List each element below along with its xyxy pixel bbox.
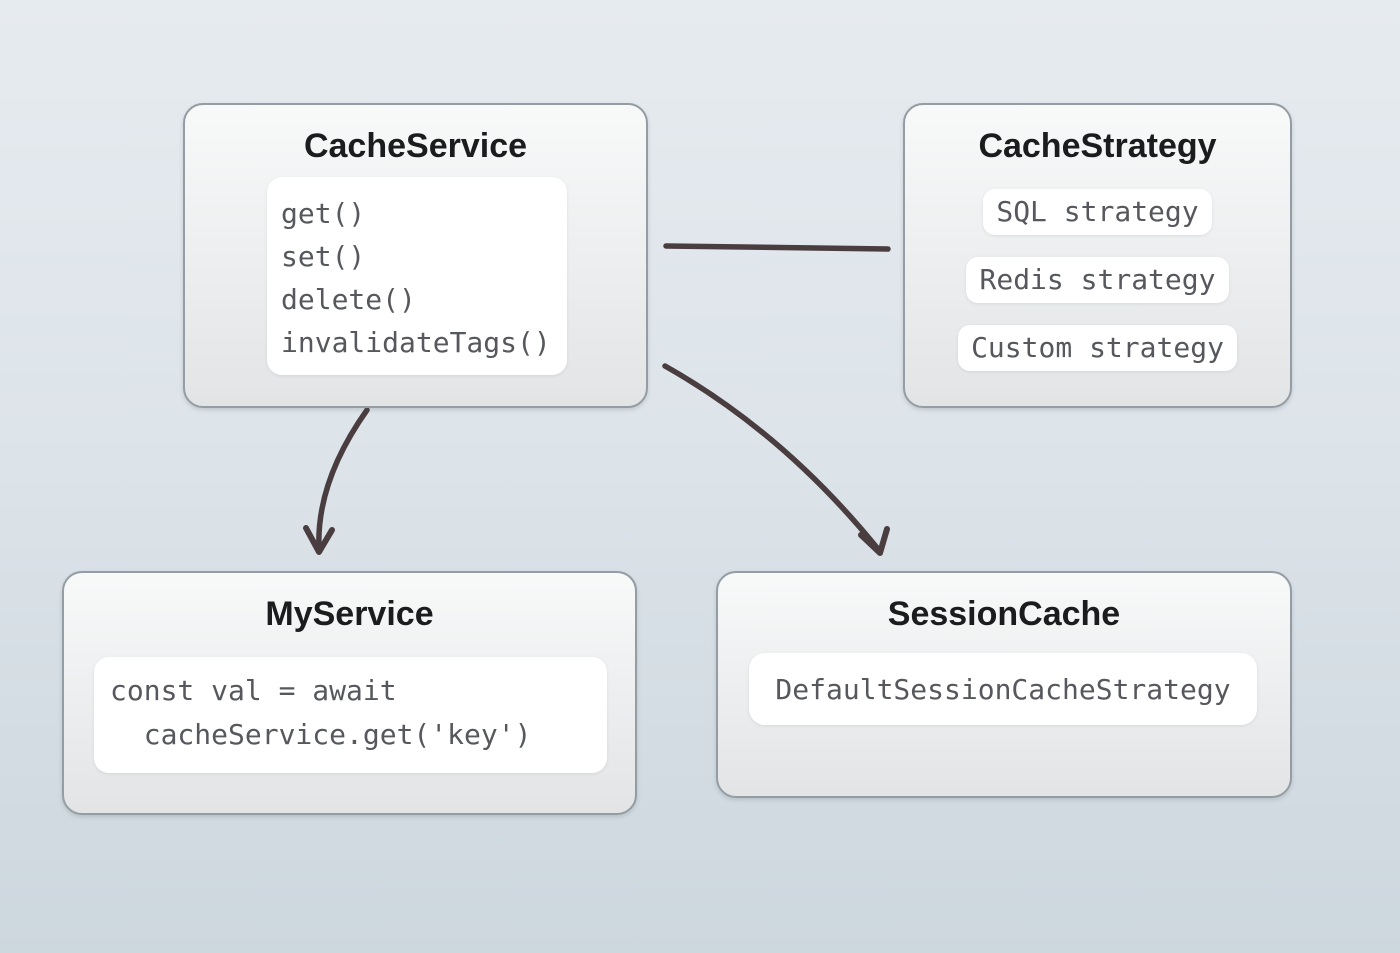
- strategy-list: SQL strategy Redis strategy Custom strat…: [905, 189, 1290, 371]
- node-title-cache-strategy: CacheStrategy: [978, 127, 1217, 165]
- node-session-cache: SessionCache DefaultSessionCacheStrategy: [716, 571, 1292, 798]
- node-title-session-cache: SessionCache: [887, 595, 1121, 633]
- node-cache-service: CacheService get() set() delete() invali…: [183, 103, 648, 408]
- arrow-service-to-sessioncache: [662, 363, 881, 552]
- node-cache-strategy: CacheStrategy SQL strategy Redis strateg…: [903, 103, 1292, 408]
- node-title-my-service: MyService: [265, 595, 434, 633]
- arrowhead-down-icon: [303, 525, 335, 555]
- strategy-pill: SQL strategy: [983, 189, 1212, 235]
- strategy-pill: Custom strategy: [958, 325, 1237, 371]
- arrowhead-down-right-icon: [858, 526, 890, 556]
- method-item: get(): [281, 197, 366, 230]
- default-strategy-pill: DefaultSessionCacheStrategy: [749, 653, 1257, 725]
- code-snippet-panel: const val = await cacheService.get('key'…: [94, 657, 607, 773]
- node-my-service: MyService const val = await cacheService…: [62, 571, 637, 815]
- method-item: set(): [281, 240, 366, 273]
- connector-line-service-to-strategy: [663, 243, 891, 252]
- code-line: const val = await: [110, 674, 397, 707]
- method-item: invalidateTags(): [281, 326, 551, 359]
- methods-panel: get() set() delete() invalidateTags(): [267, 177, 567, 375]
- node-title-cache-service: CacheService: [303, 127, 528, 165]
- arrow-service-to-myservice: [316, 407, 370, 552]
- method-item: delete(): [281, 283, 416, 316]
- code-line: cacheService.get('key'): [110, 718, 532, 751]
- strategy-pill: Redis strategy: [966, 257, 1229, 303]
